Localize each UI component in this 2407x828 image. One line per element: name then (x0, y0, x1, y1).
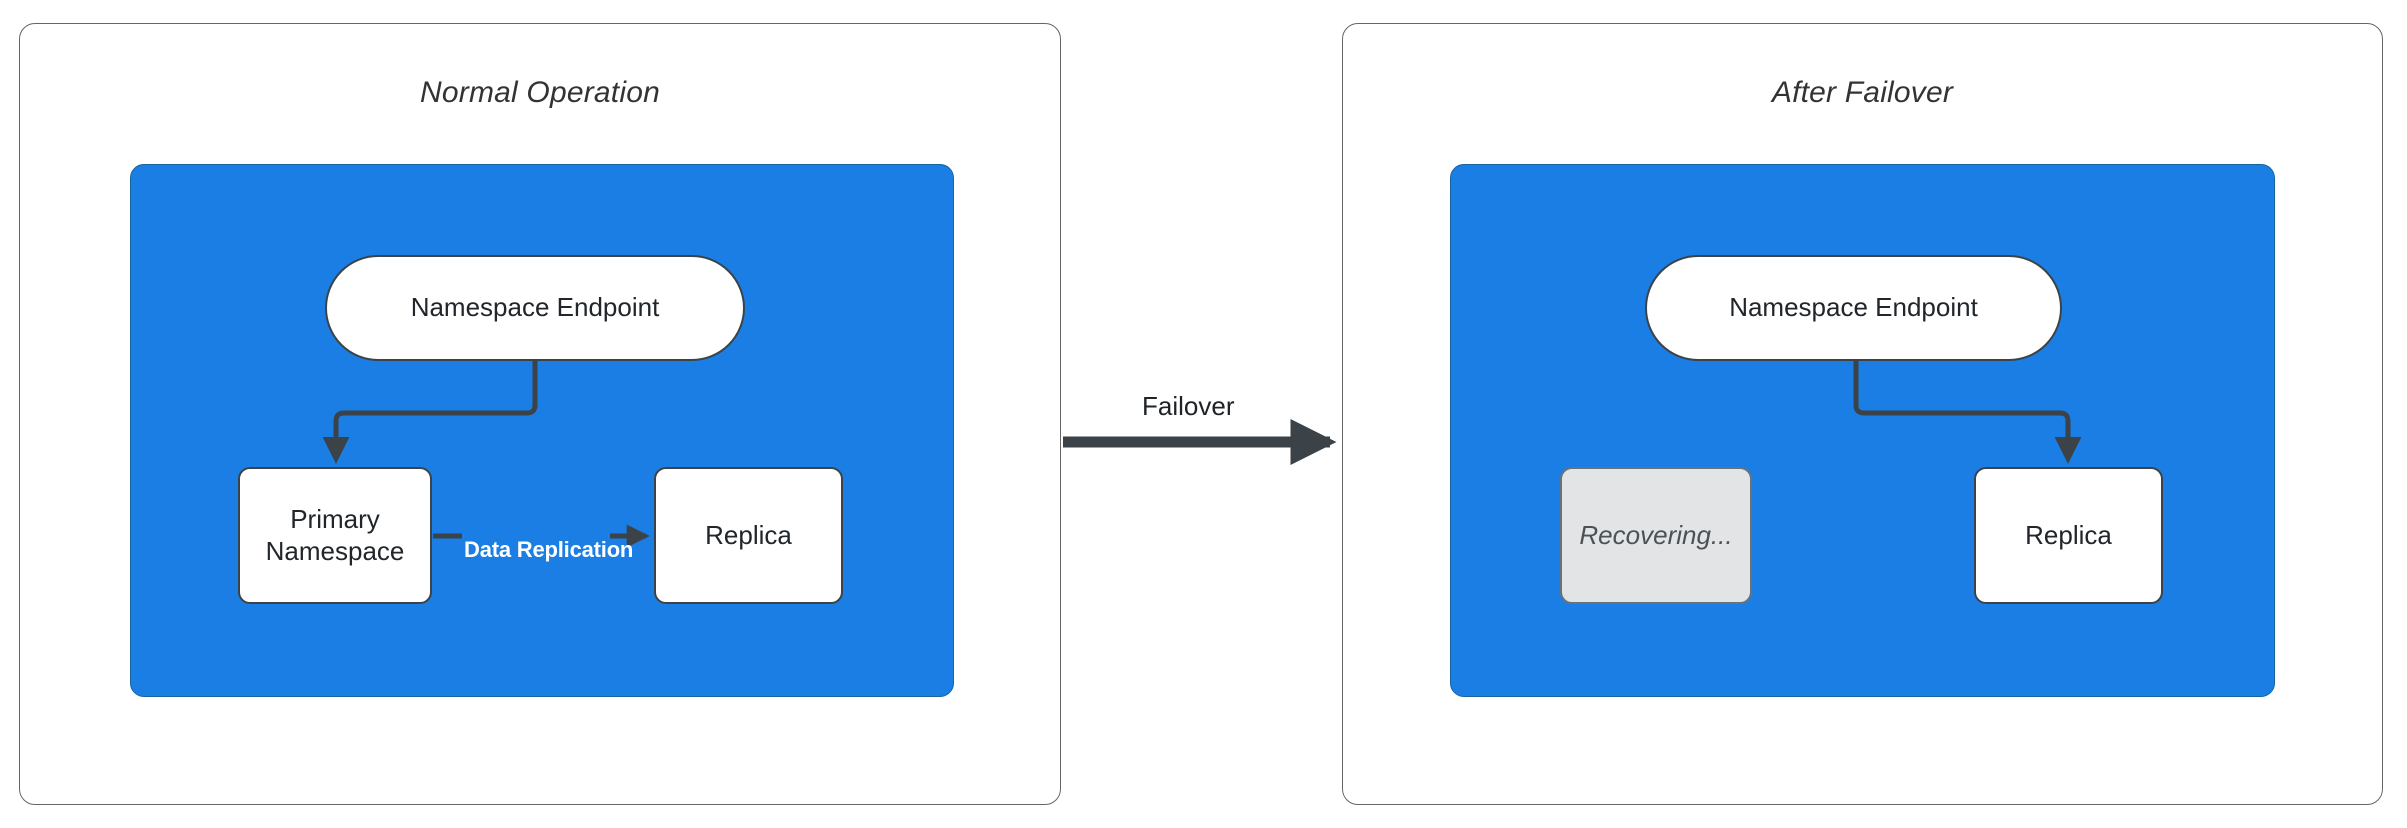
node-recovering-right-label: Recovering... (1579, 519, 1733, 550)
primary-namespace-line-2: Namespace (265, 535, 405, 566)
node-replica-right-label: Replica (2025, 519, 2112, 550)
edge-label-data-replication-text: Data Replication (464, 537, 634, 562)
node-namespace-endpoint-right-label: Namespace Endpoint (1729, 292, 1978, 323)
node-namespace-endpoint-right[interactable]: Namespace Endpoint (1645, 255, 2062, 361)
node-replica-right[interactable]: Replica (1974, 467, 2163, 604)
edge-label-data-replication: Data Replication (464, 537, 633, 563)
node-namespace-endpoint-left[interactable]: Namespace Endpoint (325, 255, 745, 361)
node-recovering-right[interactable]: Recovering... (1560, 467, 1752, 604)
primary-namespace-line-1: Primary (290, 503, 380, 534)
cluster-normal-operation (130, 164, 954, 697)
node-primary-namespace-left-label: Primary Namespace (266, 504, 405, 567)
node-replica-left[interactable]: Replica (654, 467, 843, 604)
node-namespace-endpoint-left-label: Namespace Endpoint (410, 292, 660, 323)
cluster-after-failover (1450, 164, 2275, 697)
transition-failover-text: Failover (1142, 391, 1235, 421)
node-replica-left-label: Replica (705, 519, 792, 550)
panel-after-failover-title: After Failover (1771, 76, 1954, 109)
panel-normal-operation-title: Normal Operation (420, 76, 660, 109)
transition-failover-label: Failover (1142, 391, 1234, 422)
node-primary-namespace-left[interactable]: Primary Namespace (238, 467, 432, 604)
